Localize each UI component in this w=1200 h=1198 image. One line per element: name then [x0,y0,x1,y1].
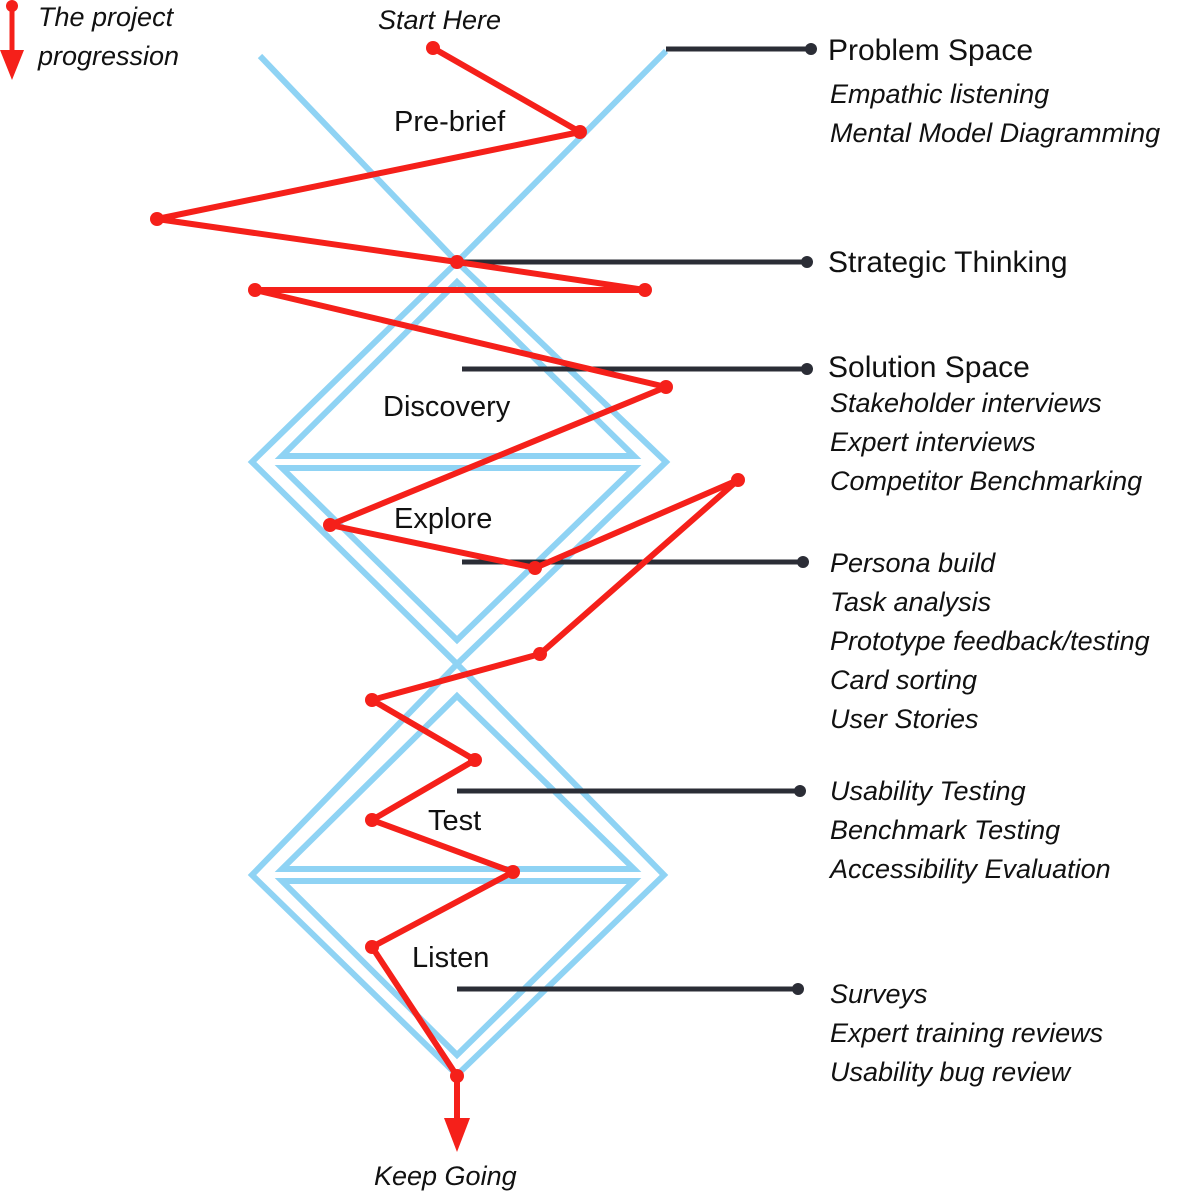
funnel-left-line [257,53,460,265]
test-triangle [274,691,642,872]
progression-points [150,41,745,1083]
legend-line-2: progression [37,41,179,71]
progression-point [638,283,652,297]
method-item: Stakeholder interviews [830,388,1102,418]
section-title: Problem Space [828,34,1033,67]
end-label: Keep Going [374,1161,517,1191]
connector-dot [801,363,813,375]
strategic-thinking-section: Strategic Thinking [828,246,1068,279]
connectors [457,43,817,995]
method-item: Card sorting [830,665,977,695]
progression-point [248,283,262,297]
method-item: User Stories [830,704,979,734]
stage-label-prebrief: Pre-brief [394,106,506,138]
problem-space-section: Problem Space Empathic listening Mental … [828,34,1160,148]
progression-point [323,518,337,532]
progression-point [506,865,520,879]
progression-point [150,212,164,226]
progression-point [426,41,440,55]
connector-dot [805,43,817,55]
start-label: Start Here [378,5,501,35]
explore-methods-section: Persona build Task analysis Prototype fe… [830,548,1150,734]
progression-point [659,380,673,394]
solution-space-section: Solution Space Stakeholder interviews Ex… [828,351,1142,496]
method-item: Accessibility Evaluation [828,854,1111,884]
stage-label-test: Test [428,805,481,837]
progression-point [365,940,379,954]
method-item: Usability Testing [830,776,1026,806]
progression-point [365,693,379,707]
listen-methods-section: Surveys Expert training reviews Usabilit… [830,979,1103,1087]
method-item: Task analysis [830,587,991,617]
progression-path [150,41,745,1152]
method-item: Empathic listening [830,79,1049,109]
stage-label-listen: Listen [412,942,489,974]
progression-point [731,473,745,487]
legend-line-1: The project [38,2,175,32]
connector-dot [797,556,809,568]
connector-dot [792,983,804,995]
method-item: Prototype feedback/testing [830,626,1150,656]
connector-dot [794,785,806,797]
stage-label-discovery: Discovery [383,391,511,423]
progression-point [450,255,464,269]
method-item: Usability bug review [830,1057,1072,1087]
stage-label-explore: Explore [394,503,492,535]
progression-point [468,753,482,767]
legend: The project progression [0,0,179,80]
method-item: Persona build [830,548,996,578]
section-title: Strategic Thinking [828,246,1068,279]
method-item: Surveys [830,979,928,1009]
funnel-right-line [454,48,669,265]
discovery-explore-outer-diamond [247,257,671,669]
section-title: Solution Space [828,351,1030,384]
method-item: Competitor Benchmarking [830,466,1142,496]
test-methods-section: Usability Testing Benchmark Testing Acce… [828,776,1111,884]
explore-triangle [274,465,642,645]
progression-point [528,561,542,575]
listen-triangle [274,878,642,1060]
connector-dot [801,256,813,268]
down-arrow-icon [0,50,24,80]
method-item: Expert interviews [830,427,1036,457]
progression-point [573,125,587,139]
progression-point [533,647,547,661]
progression-point [365,813,379,827]
method-item: Expert training reviews [830,1018,1103,1048]
down-arrow-icon [444,1118,470,1152]
method-item: Benchmark Testing [830,815,1060,845]
method-item: Mental Model Diagramming [830,118,1160,148]
